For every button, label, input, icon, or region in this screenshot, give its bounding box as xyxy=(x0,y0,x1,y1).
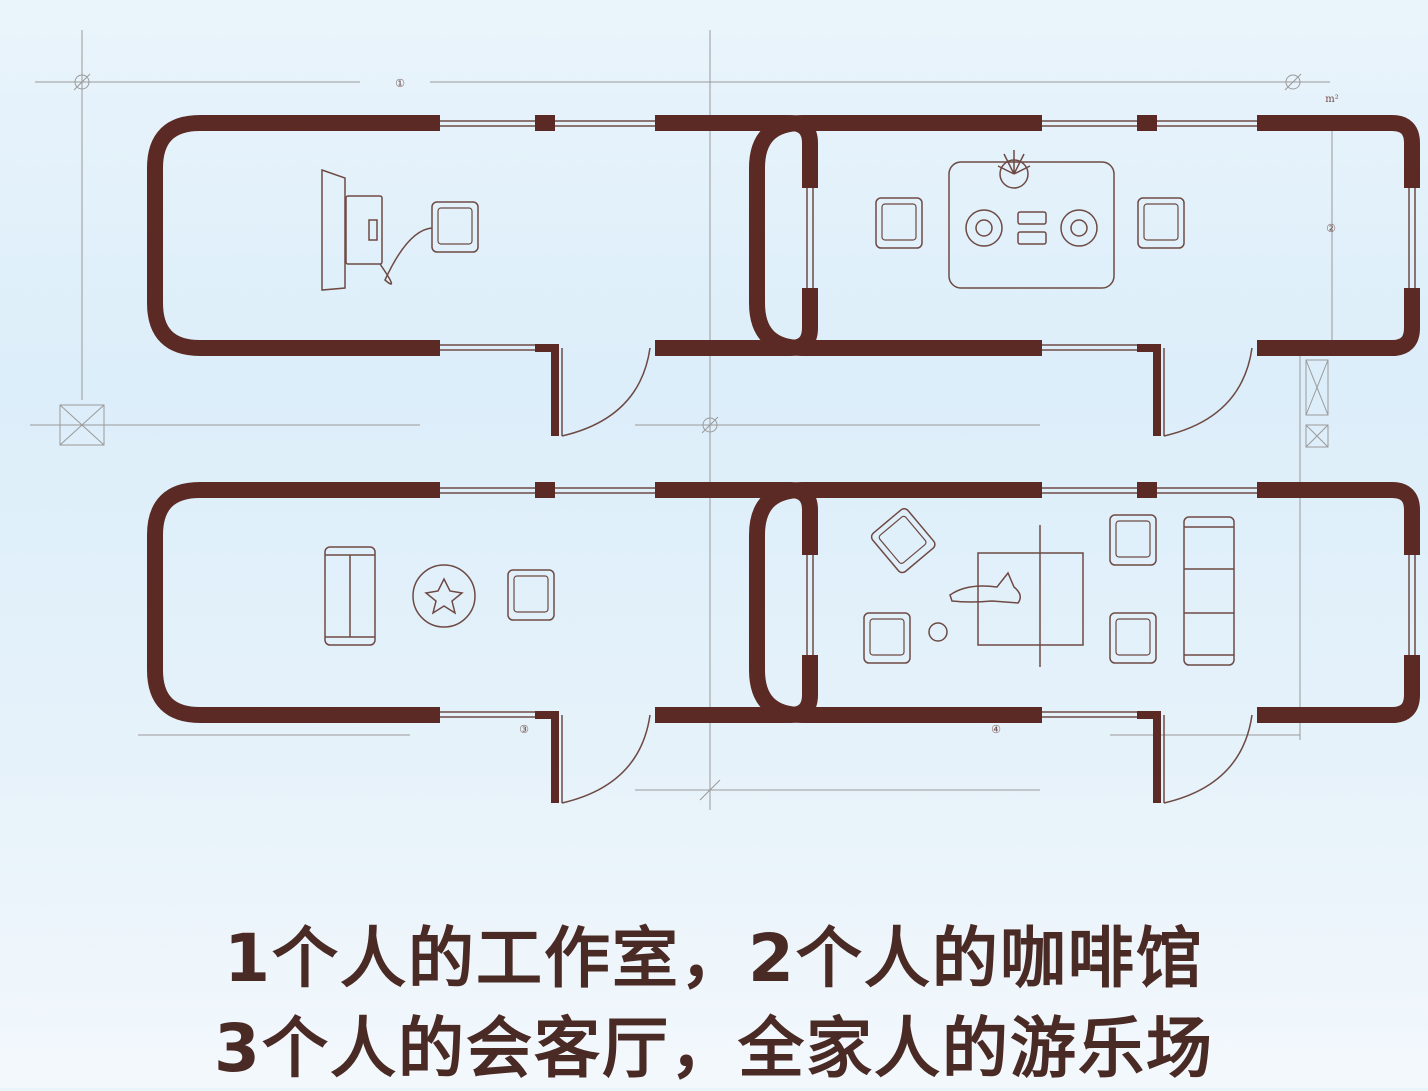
cat-icon xyxy=(949,571,1021,604)
plant-icon xyxy=(997,150,1031,189)
caption-line-1: 1个人的工作室，2个人的咖啡馆 xyxy=(224,920,1204,997)
floor-plan-diagram: ① ② ③ ④ m² xyxy=(30,30,1428,900)
armchair-icon xyxy=(1109,612,1157,664)
monitor-icon xyxy=(321,168,433,291)
armchair-icon xyxy=(1137,197,1185,249)
armchair-icon xyxy=(868,505,938,576)
guide-lines xyxy=(30,30,1333,810)
unit-label: m² xyxy=(1325,94,1339,105)
sofa-icon xyxy=(324,546,376,646)
coffee-cup-icon xyxy=(965,209,1098,247)
room-playroom xyxy=(757,488,1415,803)
play-mat-icon xyxy=(977,525,1084,667)
marker-2: ② xyxy=(1326,222,1336,235)
armchair-icon xyxy=(1109,514,1157,566)
table-icon xyxy=(948,161,1115,289)
room-cafe xyxy=(757,121,1415,436)
room-lounge xyxy=(155,488,813,803)
armchair-icon xyxy=(875,197,923,249)
armchair-icon xyxy=(863,612,911,664)
ball-icon xyxy=(928,622,948,642)
marker-1: ① xyxy=(395,77,405,90)
rug-icon xyxy=(412,564,476,628)
caption-line-2: 3个人的会客厅，全家人的游乐场 xyxy=(214,1010,1214,1087)
sofa-icon xyxy=(1183,516,1235,666)
marker-3: ③ xyxy=(519,723,529,736)
armchair-icon xyxy=(431,201,479,253)
room-studio xyxy=(155,121,813,436)
armchair-icon xyxy=(507,569,555,621)
marker-4: ④ xyxy=(991,723,1001,736)
